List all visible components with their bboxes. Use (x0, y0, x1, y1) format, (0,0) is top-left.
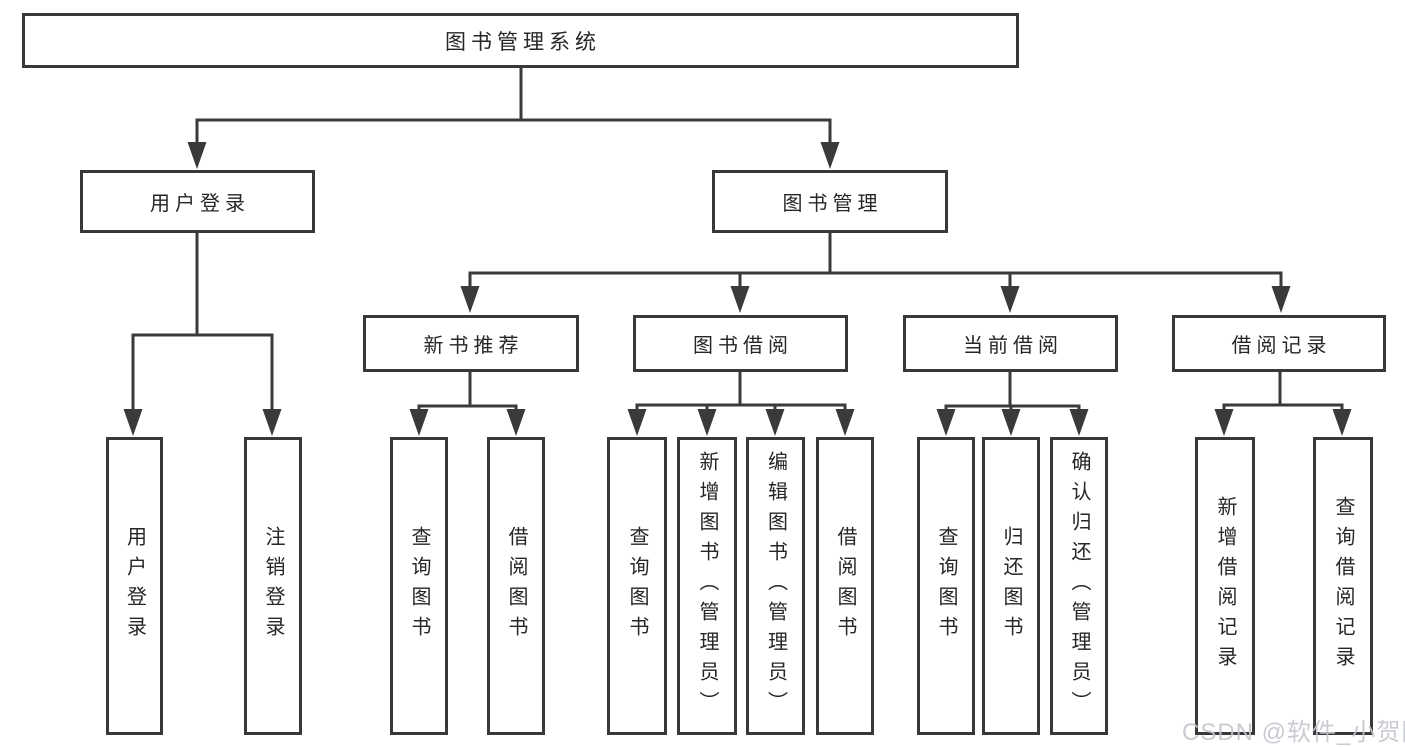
arrow-down-icon (460, 286, 480, 313)
leaf-query-books-borrowing: 查询图书 (607, 437, 667, 735)
arrow-down-icon (936, 409, 956, 436)
leaf-label: 查询图书 (408, 526, 430, 646)
leaf-add-book-admin: 新增图书（管理员） (677, 437, 737, 735)
leaf-label: 新增借阅记录 (1214, 496, 1236, 676)
arrow-down-icon (627, 409, 647, 436)
leaf-label: 编辑图书（管理员） (764, 451, 787, 721)
leaf-label: 借阅图书 (834, 526, 856, 646)
csdn-watermark: CSDN @软件_小贺同学 (1182, 719, 1405, 746)
leaf-label: 确认归还（管理员） (1068, 451, 1090, 721)
leaf-add-borrow-record: 新增借阅记录 (1195, 437, 1255, 735)
leaf-edit-book-admin: 编辑图书（管理员） (746, 437, 805, 735)
leaf-label: 归还图书 (1000, 526, 1022, 646)
leaf-user-login: 用户登录 (106, 437, 163, 735)
arrow-down-icon (1271, 286, 1291, 313)
leaf-borrow-books-borrowing: 借阅图书 (816, 437, 874, 735)
arrow-down-icon (1332, 409, 1352, 436)
arrow-down-icon (835, 409, 855, 436)
arrowheads (123, 142, 1352, 436)
arrow-down-icon (123, 409, 143, 436)
node-current-borrowing: 当前借阅 (903, 315, 1118, 372)
leaf-label: 新增图书（管理员） (696, 451, 718, 721)
node-book-borrowing: 图书借阅 (633, 315, 848, 372)
arrow-down-icon (1214, 409, 1234, 436)
arrow-down-icon (1001, 409, 1021, 436)
node-borrowing-records: 借阅记录 (1172, 315, 1386, 372)
node-new-book-recommendation: 新书推荐 (363, 315, 579, 372)
arrow-down-icon (730, 286, 750, 313)
leaf-borrow-books-recommend: 借阅图书 (487, 437, 545, 735)
arrow-down-icon (409, 409, 429, 436)
arrow-down-icon (697, 409, 717, 436)
node-book-management: 图书管理 (712, 170, 948, 233)
leaf-return-books: 归还图书 (982, 437, 1040, 735)
leaf-label: 用户登录 (123, 526, 146, 646)
arrow-down-icon (1069, 409, 1089, 436)
leaf-query-borrow-record: 查询借阅记录 (1313, 437, 1373, 735)
arrow-down-icon (187, 142, 207, 169)
leaf-label: 查询借阅记录 (1332, 496, 1354, 676)
node-user-login: 用户登录 (80, 170, 315, 233)
arrow-down-icon (1000, 286, 1020, 313)
arrow-down-icon (765, 409, 785, 436)
leaf-confirm-return-admin: 确认归还（管理员） (1050, 437, 1108, 735)
leaf-logout: 注销登录 (244, 437, 302, 735)
node-book-management-system: 图书管理系统 (22, 13, 1019, 68)
arrow-down-icon (262, 409, 282, 436)
arrow-down-icon (506, 409, 526, 436)
leaf-query-books-recommend: 查询图书 (390, 437, 448, 735)
arrow-down-icon (820, 142, 840, 169)
leaf-label: 查询图书 (935, 526, 957, 646)
leaf-label: 注销登录 (262, 526, 284, 646)
leaf-query-books-current: 查询图书 (917, 437, 975, 735)
leaf-label: 借阅图书 (505, 526, 527, 646)
leaf-label: 查询图书 (626, 526, 648, 646)
